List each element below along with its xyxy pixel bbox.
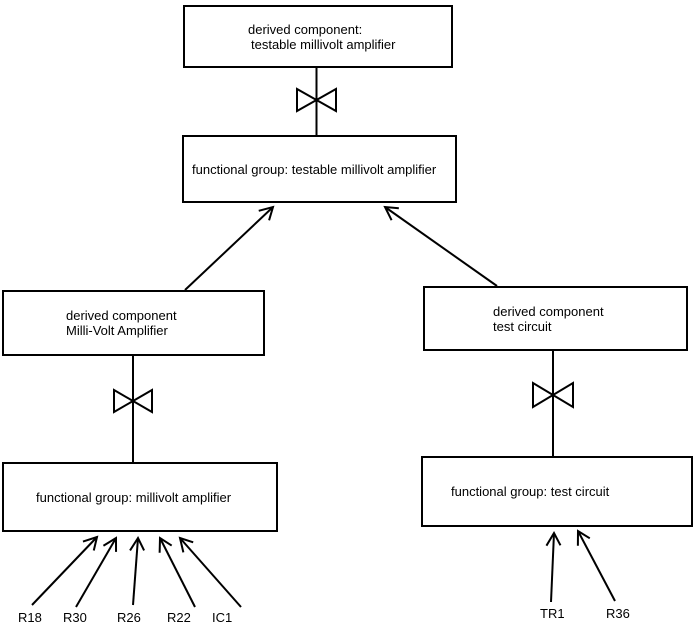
node-label-line: derived component:	[248, 21, 363, 37]
node-derived-component-milli-volt-amplifier[interactable]: derived component Milli-Volt Amplifier	[2, 290, 265, 356]
bowtie-connector-icon-top	[296, 87, 337, 113]
node-label-line: Milli-Volt Amplifier	[66, 323, 168, 338]
node-label-line: test circuit	[493, 318, 552, 334]
node-label-line: derived component	[493, 303, 604, 319]
component-arrow-ic1	[178, 536, 242, 608]
node-label-line: derived component	[66, 308, 177, 323]
node-derived-component-testable-millivolt-amplifier[interactable]: derived component: testable millivolt am…	[183, 5, 453, 68]
component-label-r26: R26	[117, 610, 141, 625]
component-label-r18: R18	[18, 610, 42, 625]
component-arrow-r30	[75, 536, 118, 608]
component-label-r30: R30	[63, 610, 87, 625]
component-arrow-tr1	[545, 530, 562, 603]
node-functional-group-testable-millivolt-amplifier[interactable]: functional group: testable millivolt amp…	[182, 135, 457, 203]
node-derived-component-test-circuit[interactable]: derived component test circuit	[423, 286, 688, 351]
node-functional-group-test-circuit[interactable]: functional group: test circuit	[421, 456, 693, 527]
node-label-line: functional group: testable millivolt amp…	[192, 161, 437, 177]
component-label-tr1: TR1	[540, 606, 565, 621]
bowtie-connector-icon-right	[532, 381, 574, 409]
node-functional-group-millivolt-amplifier[interactable]: functional group: millivolt amplifier	[2, 462, 278, 532]
component-arrow-r26	[129, 535, 145, 606]
bowtie-connector-icon-left	[113, 388, 153, 414]
node-label-line: testable millivolt amplifier	[251, 36, 396, 52]
generalization-arrow-right	[383, 205, 498, 287]
generalization-arrow-left	[184, 205, 275, 291]
component-arrow-r18	[31, 535, 99, 606]
component-label-ic1: IC1	[212, 610, 233, 625]
component-label-r22: R22	[167, 610, 191, 625]
component-arrow-r36	[576, 529, 616, 602]
component-label-r36: R36	[606, 606, 630, 621]
node-label-line: functional group: test circuit	[451, 484, 610, 499]
node-label-line: functional group: millivolt amplifier	[36, 489, 232, 505]
component-arrow-r22	[158, 536, 196, 608]
